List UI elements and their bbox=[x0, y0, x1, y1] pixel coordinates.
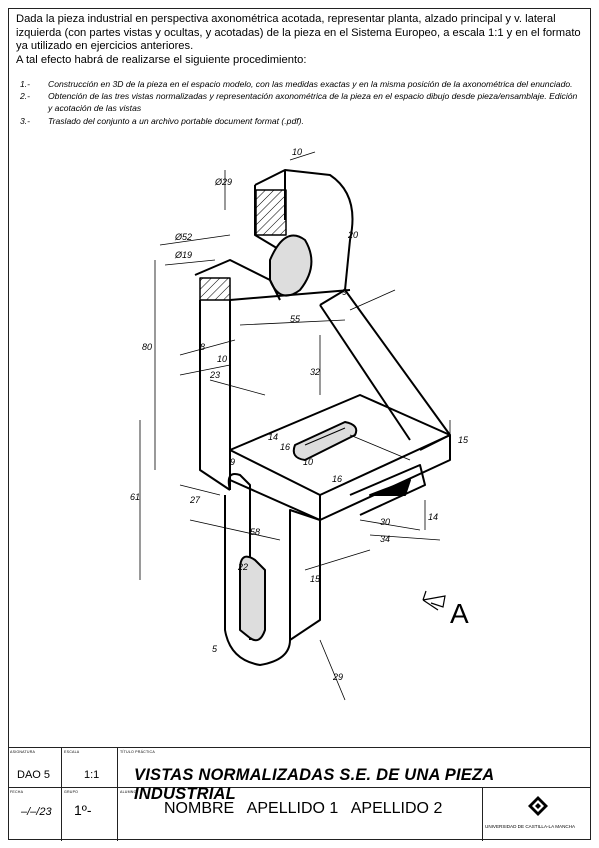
list-item: 2.-Obtención de las tres vistas normaliz… bbox=[20, 91, 578, 114]
title-cell: TÍTULO PRÁCTICA VISTAS NORMALIZADAS S.E.… bbox=[118, 748, 591, 803]
intro-paragraph: Dada la pieza industrial en perspectiva … bbox=[16, 13, 581, 53]
intro-text: Dada la pieza industrial en perspectiva … bbox=[16, 13, 586, 67]
dim-label: 16 bbox=[332, 474, 342, 484]
page-title: VISTAS NORMALIZADAS S.E. DE UNA PIEZA IN… bbox=[134, 766, 494, 803]
dim-label: 15 bbox=[310, 574, 321, 584]
steps-list: 1.-Construcción en 3D de la pieza en el … bbox=[20, 78, 580, 127]
dim-label: Ø29 bbox=[214, 177, 232, 187]
dim-label: 8 bbox=[200, 342, 205, 352]
dim-label: 9 bbox=[342, 287, 347, 297]
dim-label: 14 bbox=[268, 432, 278, 442]
sheet-border bbox=[8, 8, 591, 840]
dim-label: 10 bbox=[303, 457, 313, 467]
scale-cell: ESCALA 1:1 bbox=[62, 748, 118, 788]
date-cell: FECHA –/–/23 bbox=[8, 788, 62, 841]
dim-label: 23 bbox=[209, 370, 220, 380]
dim-label: 80 bbox=[142, 342, 152, 352]
dim-label: 10 bbox=[217, 354, 227, 364]
subject-cell: ASIGNATURA DAO 5 bbox=[8, 748, 62, 788]
dim-label: Ø19 bbox=[174, 250, 192, 260]
university-cell: UNIVERSIDAD DE CASTILLA-LA MANCHA bbox=[483, 788, 591, 841]
list-item: 1.-Construcción en 3D de la pieza en el … bbox=[20, 79, 573, 89]
group-cell: GRUPO 1º- bbox=[62, 788, 118, 841]
dim-label: 34 bbox=[380, 534, 390, 544]
dim-label: 16 bbox=[280, 442, 290, 452]
dim-label: 10 bbox=[292, 147, 302, 157]
intro-procedure: A tal efecto habrá de realizarse el sigu… bbox=[16, 53, 307, 66]
view-arrow-icon bbox=[422, 590, 446, 611]
dim-label: 58 bbox=[250, 527, 260, 537]
dim-label: 9 bbox=[230, 457, 235, 467]
list-item: 3.-Traslado del conjunto a un archivo po… bbox=[20, 115, 304, 126]
university-logo-icon bbox=[528, 796, 548, 816]
dim-label: 27 bbox=[189, 495, 201, 505]
title-block: ASIGNATURA DAO 5 ESCALA 1:1 TÍTULO PRÁCT… bbox=[8, 747, 591, 841]
dim-label: 22 bbox=[237, 562, 248, 572]
dim-label: 15 bbox=[458, 435, 469, 445]
view-label: A bbox=[450, 598, 469, 629]
dim-label: Ø52 bbox=[174, 232, 192, 242]
dim-label: 61 bbox=[130, 492, 140, 502]
dim-label: 5 bbox=[212, 644, 218, 654]
dim-label: 20 bbox=[347, 230, 358, 240]
axonometric-drawing: 10 Ø29 Ø52 Ø19 20 9 55 80 8 10 23 32 14 … bbox=[130, 147, 469, 701]
dim-label: 30 bbox=[380, 517, 390, 527]
dim-label: 29 bbox=[332, 672, 343, 682]
dim-label: 32 bbox=[310, 367, 320, 377]
dim-label: 14 bbox=[428, 512, 438, 522]
student-cell: ALUMNO NOMBRE APELLIDO 1 APELLIDO 2 bbox=[118, 788, 483, 841]
dim-label: 55 bbox=[290, 314, 301, 324]
